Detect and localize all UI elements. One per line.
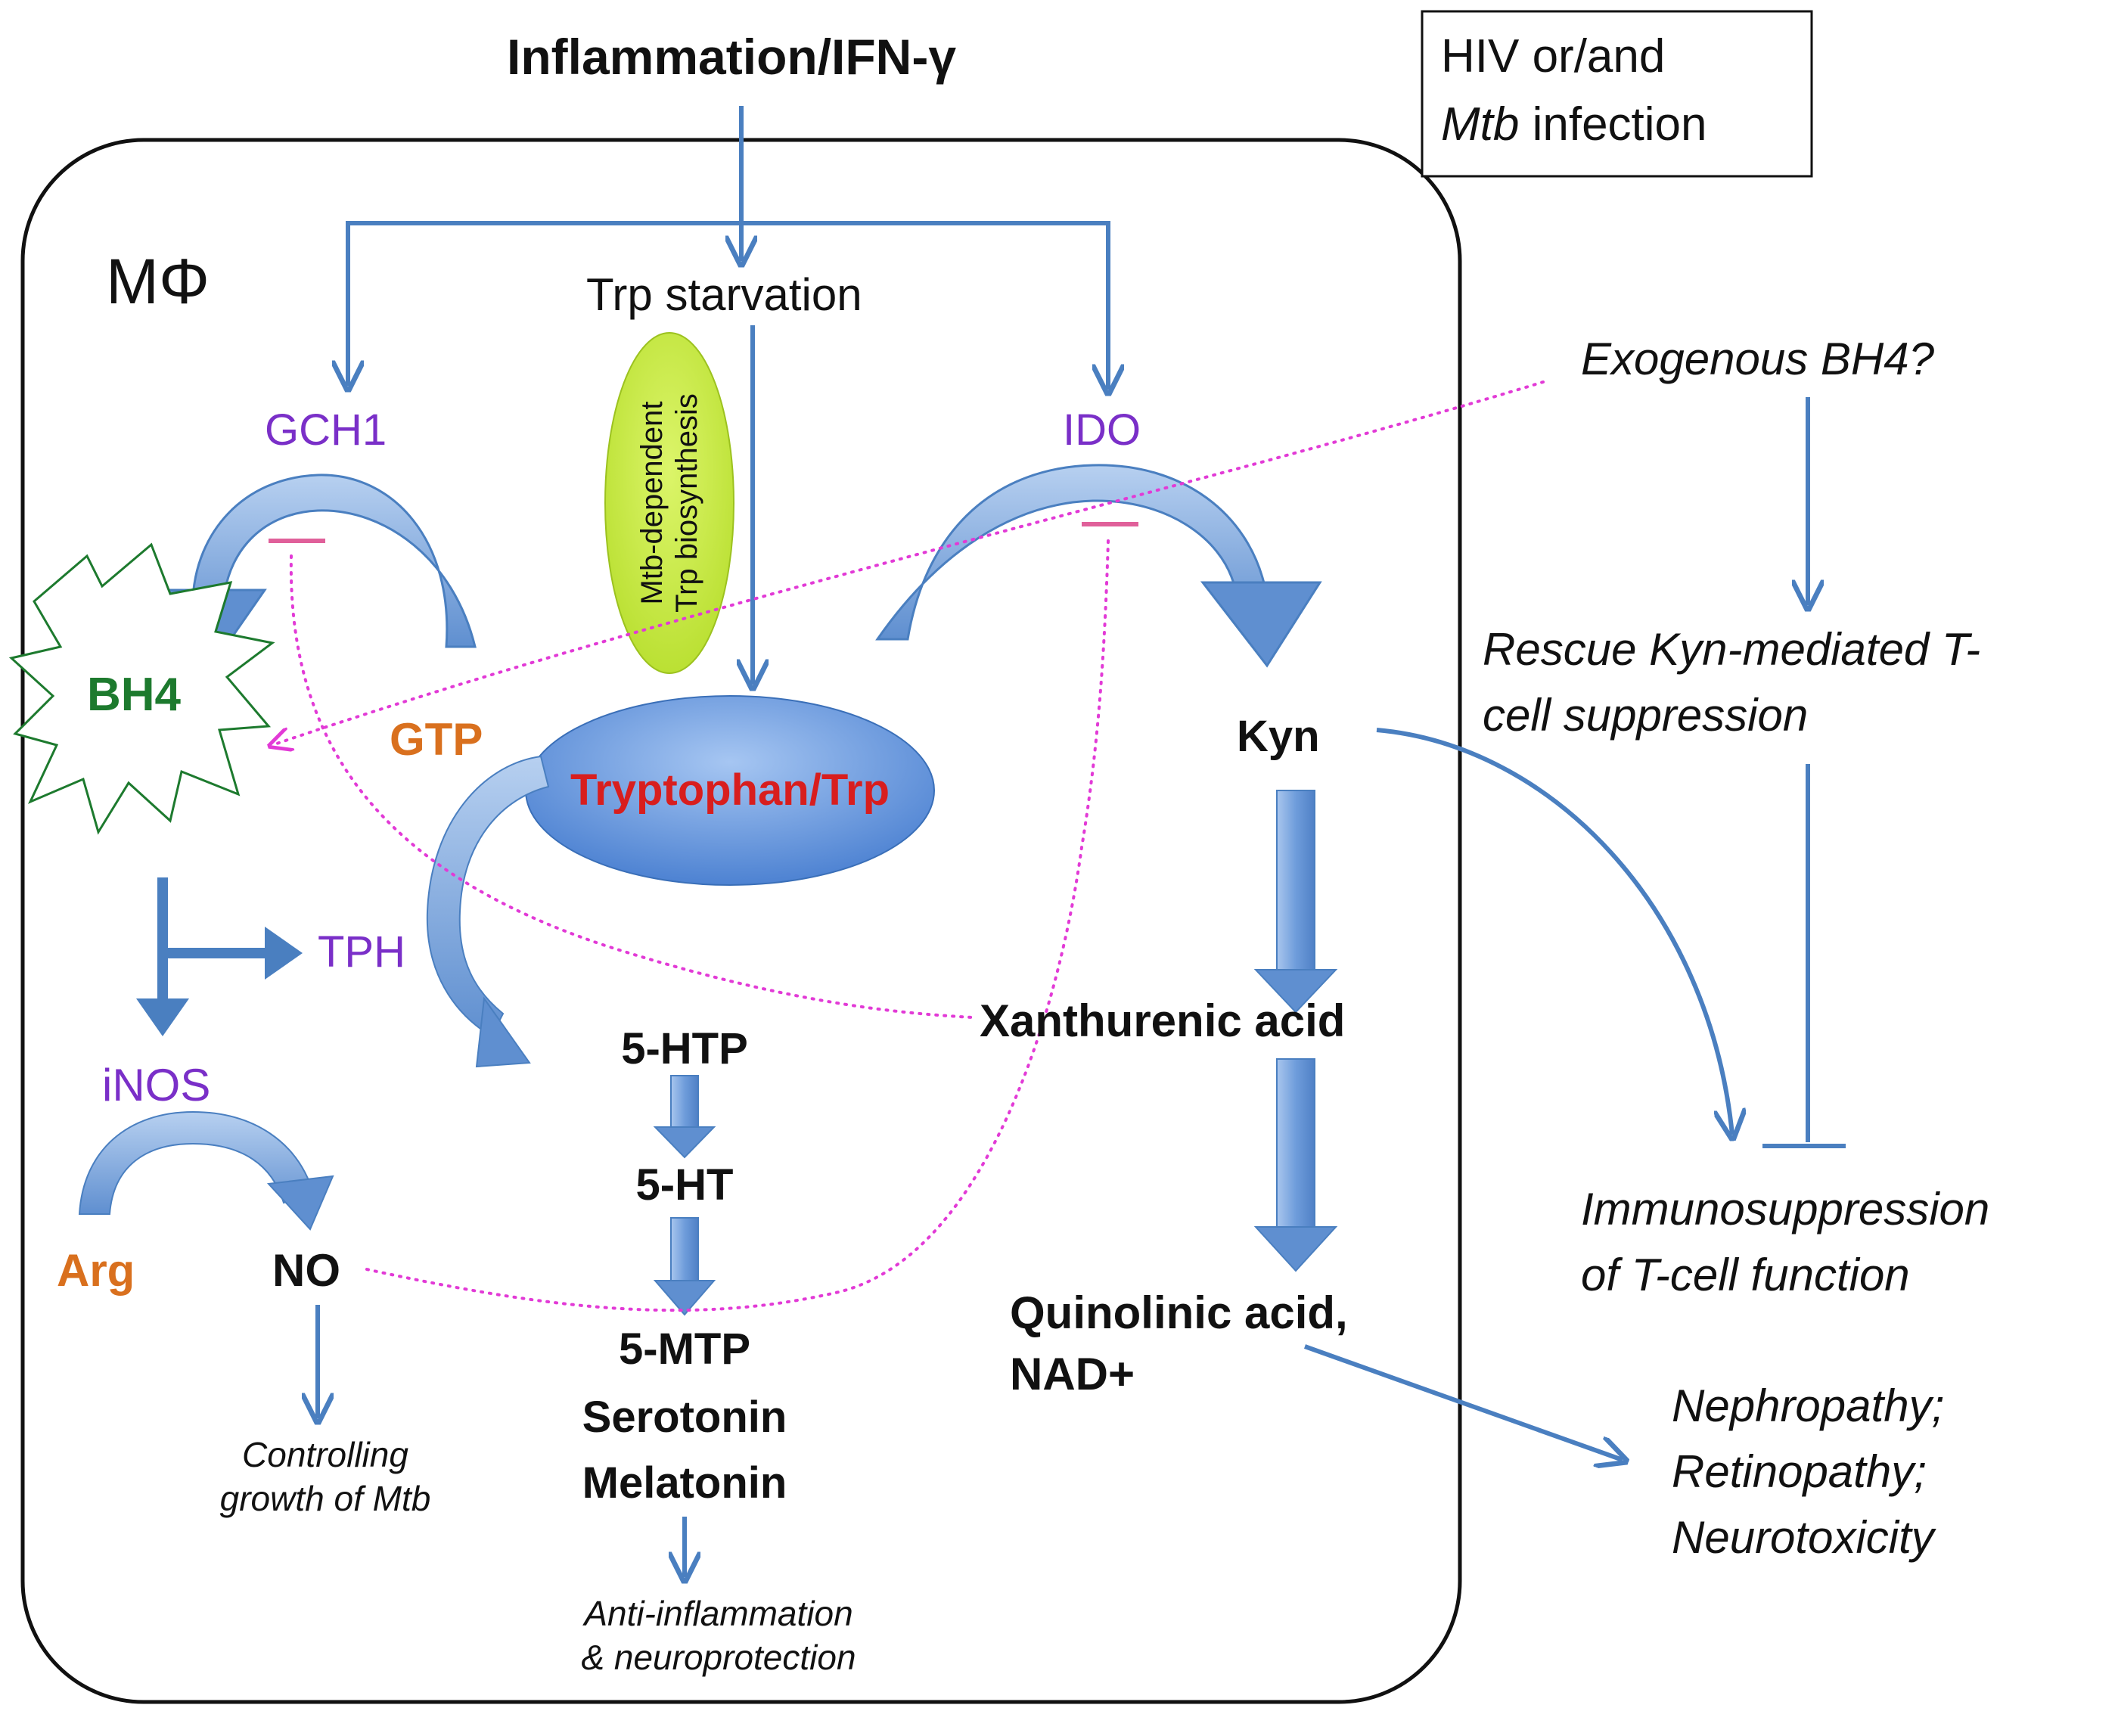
mtb-biosynthesis-line-2: Trp biosynthesis: [670, 393, 703, 613]
controlling-line-1: Controlling: [242, 1435, 408, 1474]
rescue-line-1: Rescue Kyn-mediated T-: [1483, 624, 1981, 675]
tryptophan-label: Tryptophan/Trp: [570, 766, 890, 815]
quinolinic-line-1: Quinolinic acid,: [1010, 1287, 1348, 1338]
controlling-growth-text: Controlling growth of Mtb: [220, 1433, 431, 1520]
retinopathy-label: Retinopathy;: [1672, 1446, 1927, 1497]
trp-to-5htp-curved-arrow: [426, 755, 550, 1068]
anti-inflammation-line-2: & neuroprotection: [581, 1637, 856, 1677]
gch1-label: GCH1: [265, 405, 387, 455]
xanthurenic-acid-label: Xanthurenic acid: [980, 995, 1346, 1046]
immuno-line-1: Immunosuppression: [1581, 1184, 1990, 1234]
macrophage-label: MΦ: [106, 246, 210, 317]
5-ht-label: 5-HT: [635, 1160, 734, 1210]
mtb-biosynthesis-line-1: Mtb-dependent: [635, 401, 669, 605]
legend-line-1: HIV or/and: [1441, 30, 1666, 82]
legend-infection-text: infection: [1519, 98, 1707, 151]
rescue-line-2: cell suppression: [1483, 690, 1809, 741]
5-mtp-label: 5-MTP: [619, 1325, 750, 1374]
immunosuppression-text: Immunosuppression of T-cell function: [1581, 1176, 1989, 1308]
serotonin-pathway-arrows: [653, 1075, 716, 1316]
bh4-label: BH4: [87, 669, 182, 721]
melatonin-label: Melatonin: [582, 1458, 787, 1508]
neurotoxicity-label: Neurotoxicity: [1672, 1512, 1934, 1563]
anti-inflammation-text: Anti-inflammation & neuroprotection: [581, 1592, 856, 1679]
kynurenine-pathway-arrows: [1253, 790, 1338, 1272]
exogenous-bh4-label: Exogenous BH4?: [1581, 334, 1934, 384]
tph-label: TPH: [318, 927, 405, 977]
trp-starvation-label: Trp starvation: [586, 269, 862, 320]
inhibition-bars: [269, 522, 1138, 543]
dotted-regulatory-lines: [272, 380, 1545, 1312]
legend-box: [1421, 10, 1813, 178]
gtp-label: GTP: [390, 714, 483, 765]
quinolinic-line-2: NAD+: [1010, 1349, 1135, 1399]
arg-to-no-curved-arrow: [78, 1110, 334, 1231]
mtb-biosynthesis-ellipse: [604, 332, 734, 674]
anti-inflammation-line-1: Anti-inflammation: [584, 1594, 853, 1633]
quinolinic-acid-label: Quinolinic acid, NAD+: [1010, 1282, 1348, 1405]
immuno-line-2: of T-cell function: [1581, 1250, 1910, 1300]
bh4-star-shape: [8, 542, 275, 835]
external-arrows: [1303, 397, 1846, 1460]
inos-label: iNOS: [102, 1060, 211, 1110]
mtb-biosynthesis-label: Mtb-dependent Trp biosynthesis: [635, 393, 704, 613]
controlling-line-2: growth of Mtb: [219, 1478, 431, 1518]
inflammation-title: Inflammation/IFN-γ: [507, 29, 957, 85]
kyn-label: Kyn: [1237, 712, 1320, 761]
toxicity-outcomes-text: Nephropathy; Retinopathy; Neurotoxicity: [1672, 1373, 1944, 1570]
bh4-output-arrows: [157, 877, 269, 1002]
bh4-output-arrowheads: [136, 927, 303, 1036]
nephropathy-label: Nephropathy;: [1672, 1380, 1945, 1431]
serotonin-label: Serotonin: [582, 1393, 787, 1442]
ido-curved-arrow: [875, 464, 1322, 668]
legend-line-2: Mtb infection: [1441, 101, 1707, 148]
arg-label: Arg: [57, 1245, 135, 1296]
inflammation-branch-arrows: [348, 106, 1108, 685]
legend-mtb-text: Mtb: [1441, 98, 1520, 151]
5-htp-label: 5-HTP: [621, 1024, 748, 1073]
no-label: NO: [272, 1245, 340, 1296]
rescue-kyn-text: Rescue Kyn-mediated T- cell suppression: [1483, 616, 1980, 748]
ido-label: IDO: [1063, 405, 1141, 455]
